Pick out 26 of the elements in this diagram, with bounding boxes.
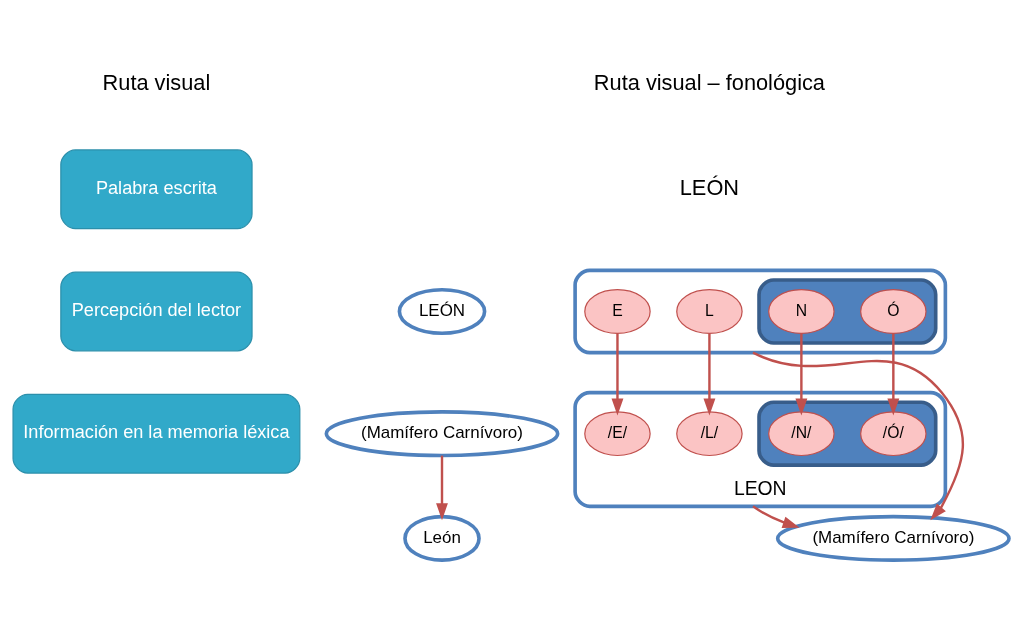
node-ellipse: /N/ [768, 410, 835, 456]
arrow [752, 504, 800, 528]
arrow [752, 351, 964, 520]
node-ellipse: Ó [860, 288, 927, 334]
arrow [795, 333, 808, 416]
cluster [757, 277, 938, 345]
node-box: Palabra escrita [60, 148, 253, 229]
label: LEÓN [679, 174, 740, 200]
arrow [436, 455, 448, 520]
node-ellipse: /E/ [584, 410, 651, 456]
cluster [573, 268, 948, 354]
arrow [703, 333, 716, 416]
node-ellipse: LEÓN [397, 287, 487, 335]
label: Ruta visual – fonológica [593, 69, 825, 95]
label: Ruta visual [102, 69, 211, 95]
node-ellipse: /Ó/ [860, 410, 927, 456]
node-box: Información en la memoria léxica [12, 393, 301, 474]
node-ellipse: (Mamífero Carnívoro) [324, 409, 560, 457]
node-ellipse: León [403, 514, 481, 562]
node-ellipse: E [584, 288, 651, 334]
node-ellipse: L [676, 288, 743, 334]
node-box: Percepción del lector [60, 271, 253, 351]
arrow [611, 333, 624, 416]
node-ellipse: /L/ [676, 410, 743, 456]
node-ellipse: N [768, 288, 835, 334]
arrow [887, 333, 900, 416]
